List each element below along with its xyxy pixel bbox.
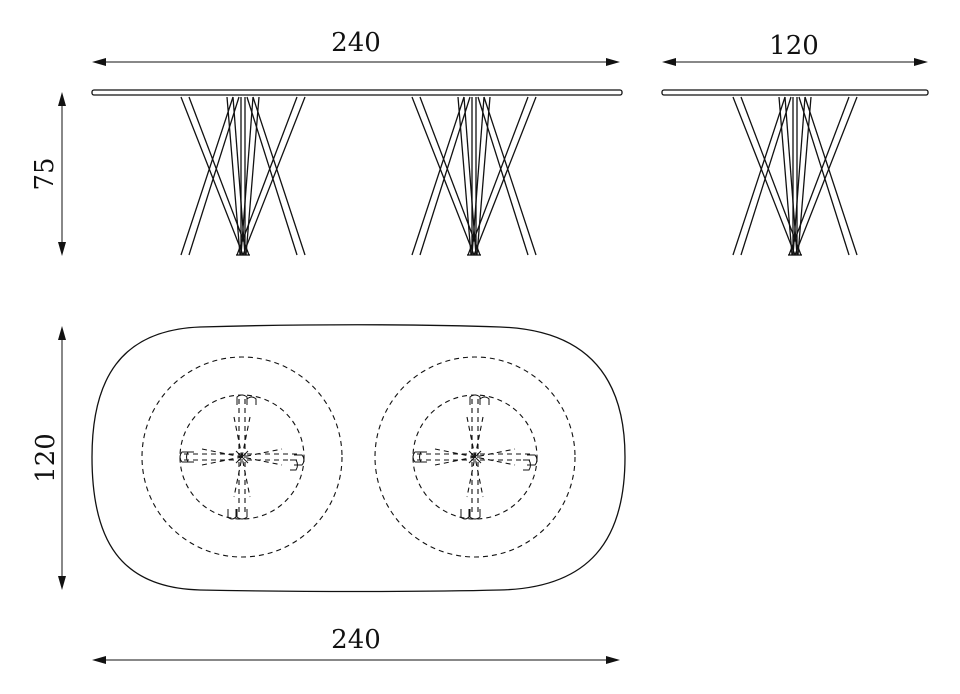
side-tabletop	[661, 89, 929, 96]
side-leg-cluster	[732, 96, 858, 256]
plan-base-right	[374, 356, 576, 558]
front-leg-cluster-right	[411, 96, 537, 256]
plan-depth-dimension: 120	[31, 326, 66, 590]
plan-width-dimension: 240	[92, 625, 620, 664]
plan-tabletop-outline	[91, 324, 626, 593]
plan-view	[91, 324, 626, 593]
height-label: 75	[30, 157, 60, 190]
front-width-label: 240	[331, 28, 381, 58]
front-leg-cluster-left	[180, 96, 306, 256]
height-dimension: 75	[30, 92, 66, 256]
side-width-dimension: 120	[662, 31, 928, 66]
front-elevation	[91, 89, 623, 256]
front-tabletop	[91, 89, 623, 96]
front-width-dimension: 240	[92, 28, 620, 66]
plan-base-left	[141, 356, 343, 558]
plan-width-label: 240	[331, 625, 381, 655]
side-elevation	[661, 89, 929, 256]
plan-depth-label: 120	[31, 433, 61, 483]
side-width-label: 120	[769, 31, 819, 61]
